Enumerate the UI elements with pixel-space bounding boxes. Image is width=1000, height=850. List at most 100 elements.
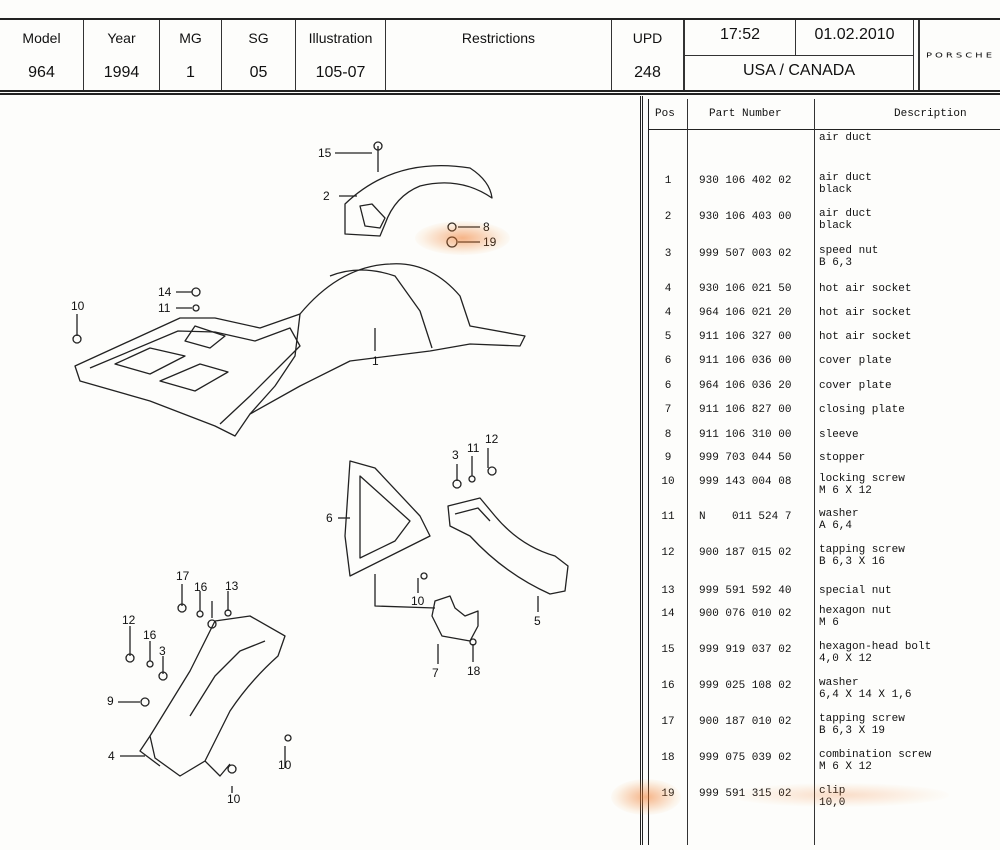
pos-cell: 7 xyxy=(664,404,672,416)
pos-cell: 17 xyxy=(661,716,675,728)
pos-cell: 3 xyxy=(664,248,672,260)
description-cell: cover plate xyxy=(819,380,892,392)
callout-number: 13 xyxy=(225,579,239,593)
pos-cell: 6 xyxy=(664,380,672,392)
upd-label: UPD xyxy=(632,30,663,46)
part-number-cell: 999 591 315 02 xyxy=(699,788,792,800)
diagram-drawing xyxy=(72,141,569,793)
callout-number: 17 xyxy=(176,569,190,583)
cover-plate-part-6 xyxy=(344,460,431,577)
part-number-cell: 999 143 004 08 xyxy=(699,476,792,488)
pos-cell: 18 xyxy=(661,752,675,764)
divider xyxy=(685,55,913,56)
pos-cell: 11 xyxy=(661,511,675,523)
col-part-header: Part Number xyxy=(709,108,782,120)
year-value: 1994 xyxy=(103,64,140,81)
description-cell: sleeve xyxy=(819,429,859,441)
column-divider xyxy=(687,99,688,845)
callout-number: 9 xyxy=(107,694,114,708)
upd-cell: UPD 248 xyxy=(612,20,684,90)
description-cell: tapping screw xyxy=(819,713,905,725)
pos-cell: 16 xyxy=(661,680,675,692)
callout-number: 5 xyxy=(534,614,541,628)
part-number-cell: 900 187 010 02 xyxy=(699,716,792,728)
description-cell: hot air socket xyxy=(819,331,912,343)
description-cell: speed nut xyxy=(819,245,879,257)
air-duct-part-1 xyxy=(74,263,526,437)
part-number-cell: 900 187 015 02 xyxy=(699,547,792,559)
ink-smudge xyxy=(729,783,949,807)
callout-number: 10 xyxy=(278,758,292,772)
col-pos-header: Pos xyxy=(655,108,675,120)
description-cell: air duct xyxy=(819,172,872,184)
header-bar: Model 964 Year 1994 MG 1 SG 05 Illustrat… xyxy=(0,18,1000,92)
part-number-cell: 999 919 037 02 xyxy=(699,644,792,656)
restrictions-cell: Restrictions xyxy=(386,20,612,90)
description-detail-cell: black xyxy=(819,184,853,196)
description-cell: air duct xyxy=(819,132,872,144)
pos-cell: 2 xyxy=(664,211,672,223)
pos-cell: 14 xyxy=(661,608,675,620)
hot-air-socket-part-4 xyxy=(149,615,286,777)
pos-cell: 4 xyxy=(664,283,672,295)
restrictions-label: Restrictions xyxy=(461,30,536,46)
description-cell: washer xyxy=(819,677,859,689)
description-cell: washer xyxy=(819,508,859,520)
mg-cell: MG 1 xyxy=(160,20,222,90)
sg-cell: SG 05 xyxy=(222,20,296,90)
table-row: 4 930 106 021 50 hot air socket xyxy=(649,280,1000,310)
pos-cell: 9 xyxy=(664,452,672,464)
description-detail-cell: M 6 X 12 xyxy=(819,485,872,497)
part-number-cell: N 011 524 7 xyxy=(699,511,792,523)
description-cell: hexagon nut xyxy=(819,605,892,617)
part-number-cell: 999 591 592 40 xyxy=(699,585,792,597)
callout-number: 3 xyxy=(452,448,459,462)
upd-value: 248 xyxy=(634,64,661,81)
divider xyxy=(918,20,920,90)
porsche-logo: PORSCHE xyxy=(926,51,996,60)
callout-number: 14 xyxy=(158,285,172,299)
part-number-cell: 930 106 021 50 xyxy=(699,283,792,295)
description-cell: tapping screw xyxy=(819,544,905,556)
callout-number: 12 xyxy=(122,613,136,627)
pos-cell: 1 xyxy=(664,175,672,187)
callout-number: 4 xyxy=(108,749,115,763)
description-cell: stopper xyxy=(819,452,866,464)
callout-number: 10 xyxy=(71,299,85,313)
illustration-label: Illustration xyxy=(308,30,373,46)
region-value: USA / CANADA xyxy=(742,62,856,79)
ink-smudge xyxy=(611,779,681,815)
part-number-cell: 930 106 402 02 xyxy=(699,175,792,187)
description-detail-cell: M 6 X 12 xyxy=(819,761,872,773)
pos-cell: 10 xyxy=(661,476,675,488)
description-cell: cover plate xyxy=(819,355,892,367)
callout-number: 6 xyxy=(326,511,333,525)
year-label: Year xyxy=(107,30,136,46)
model-label: Model xyxy=(22,30,61,46)
divider xyxy=(0,93,1000,95)
part-number-cell: 999 025 108 02 xyxy=(699,680,792,692)
description-cell: hot air socket xyxy=(819,283,912,295)
part-number-cell: 930 106 403 00 xyxy=(699,211,792,223)
callout-number: 15 xyxy=(318,146,332,160)
description-cell: closing plate xyxy=(819,404,905,416)
callout-number: 16 xyxy=(194,580,208,594)
mg-value: 1 xyxy=(186,64,195,81)
description-cell: hexagon-head bolt xyxy=(819,641,932,653)
description-detail-cell: black xyxy=(819,220,853,232)
description-cell: air duct xyxy=(819,208,872,220)
model-cell: Model 964 xyxy=(0,20,84,90)
description-detail-cell: M 6 xyxy=(819,617,839,629)
ink-smudge xyxy=(415,221,510,255)
column-divider xyxy=(814,99,815,845)
exploded-parts-diagram: 1528191411101311126105718171613121639410… xyxy=(0,96,643,845)
